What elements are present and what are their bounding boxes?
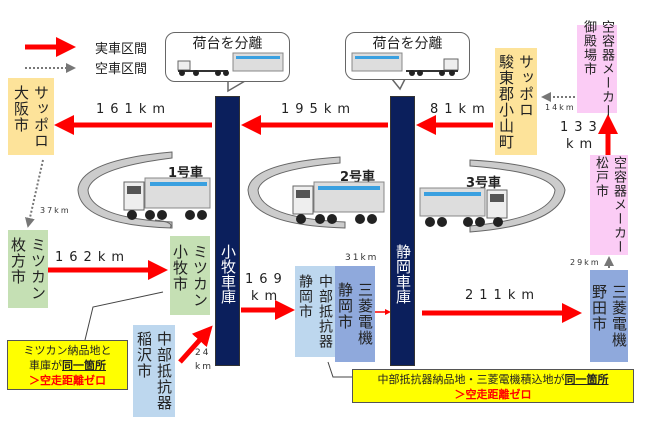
location-chubu-inazawa: 中部抵抗器 稲沢市: [133, 325, 175, 417]
truck-1-label: 1号車: [168, 166, 204, 181]
loop-arrow-1: [77, 151, 173, 229]
location-gotemba: 空容器メーカー 御殿場市: [577, 20, 617, 118]
distance-169km: 169: [245, 272, 288, 287]
note-emphasis: 同一箇所: [62, 359, 106, 372]
location-mitsukan-hirakata: ミツカン 枚方市: [8, 230, 48, 308]
distance-211km: 211km: [465, 288, 541, 303]
location-sapporo-sunto: サッポロ 駿東郡小山町: [495, 48, 537, 155]
callout-text: 荷台を分離: [372, 36, 443, 52]
note-text: 中部抵抗器納品地・三菱電機積込地が: [377, 373, 565, 386]
loop-arrow-3: [469, 159, 566, 233]
note-chubu-mitsubishi: 中部抵抗器納品地・三菱電機積込地が同一箇所 ＞空走距離ゼロ: [352, 369, 634, 403]
location-mitsukan-komaki: ミツカン 小牧市: [170, 236, 210, 315]
distance-195km: 195km: [281, 102, 357, 117]
note-line: 中部抵抗器納品地・三菱電機積込地が同一箇所: [353, 372, 633, 387]
callout-detach-1: 荷台を分離: [165, 32, 290, 82]
leader-line-bottom: [327, 361, 352, 378]
depot-shizuoka: 静岡車庫: [390, 96, 415, 366]
note-line: ミツカン納品地と: [23, 344, 112, 357]
distance-24km: 24: [195, 348, 211, 358]
location-sapporo-osaka: サッポロ 大阪市: [8, 78, 54, 155]
distance-14km: 14km: [545, 103, 576, 112]
distance-24km-unit: km: [195, 362, 213, 372]
distance-169km-unit: km: [251, 289, 284, 304]
arrow-37km: [25, 159, 44, 228]
distance-37km: 37km: [40, 206, 71, 215]
legend-loaded-label: 実車区間: [95, 42, 148, 57]
truck-2-label: 2号車: [340, 170, 376, 185]
location-mitsubishi-noda: 三菱電機 野田市: [590, 270, 628, 362]
note-emphasis: 同一箇所: [564, 373, 609, 386]
note-text: 車庫が: [29, 359, 62, 372]
truck-3-label: 3号車: [466, 176, 502, 191]
distance-161km: 161km: [96, 102, 172, 117]
note-zero-empty: ＞空走距離ゼロ: [454, 388, 532, 401]
distance-133km-unit: km: [566, 137, 599, 152]
callout-detach-2: 荷台を分離: [345, 32, 470, 80]
depot-komaki: 小牧車庫: [215, 96, 240, 366]
loop-arrow-2: [247, 156, 346, 229]
tractor-trailer-icon: [177, 52, 284, 76]
distance-162km: 162km: [55, 250, 131, 265]
callout-text: 荷台を分離: [192, 36, 263, 52]
distance-81km: 81km: [430, 102, 491, 117]
note-line: 車庫が同一箇所: [8, 358, 127, 373]
location-mitsubishi-shizuoka: 三菱電機 静岡市: [335, 266, 375, 362]
distance-133km: 133: [560, 120, 603, 135]
location-matsudo: 空容器メーカー 松戸市: [590, 155, 628, 255]
leader-line-left: [84, 291, 164, 341]
distance-29km: 29km: [570, 258, 601, 267]
tractor-trailer-icon: [351, 52, 459, 76]
note-mitsukan: ミツカン納品地と 車庫が同一箇所 ＞空走距離ゼロ: [7, 340, 128, 390]
note-zero-empty: ＞空走距離ゼロ: [29, 374, 106, 387]
location-chubu-shizuoka: 中部抵抗器 静岡市: [295, 266, 335, 357]
distance-31km: 31km: [345, 253, 379, 263]
arrow-24km: [178, 325, 213, 364]
legend-empty-label: 空車区間: [95, 62, 148, 77]
